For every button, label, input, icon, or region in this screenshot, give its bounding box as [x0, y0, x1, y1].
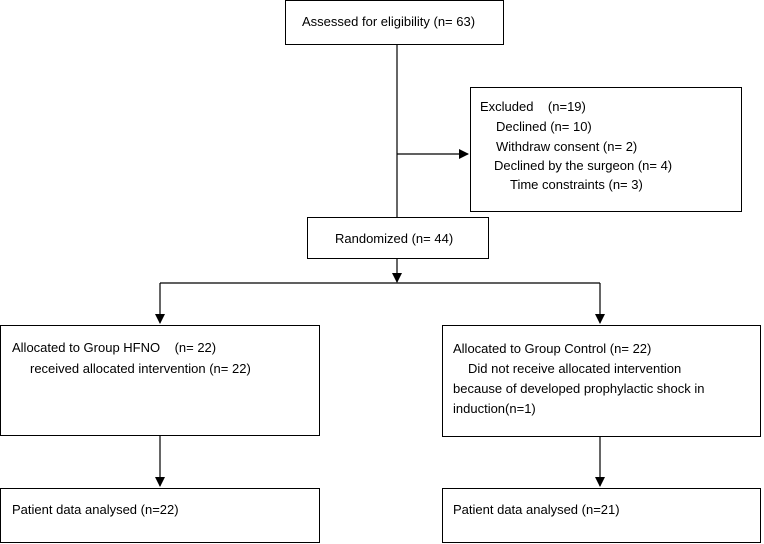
control-allocation-box: Allocated to Group Control (n= 22) Did n… — [442, 325, 761, 437]
randomized-box: Randomized (n= 44) — [307, 217, 489, 259]
control-analysed-text: Patient data analysed (n=21) — [453, 502, 620, 517]
control-analysed-box: Patient data analysed (n=21) — [442, 488, 761, 543]
excluded-declined: Declined (n= 10) — [496, 119, 592, 134]
assessed-box: Assessed for eligibility (n= 63) — [285, 0, 504, 45]
excluded-box: Excluded (n=19) Declined (n= 10) Withdra… — [470, 87, 742, 212]
assessed-text: Assessed for eligibility (n= 63) — [302, 14, 476, 29]
control-line3: induction(n=1) — [453, 401, 536, 416]
control-line2: because of developed prophylactic shock … — [453, 381, 705, 396]
randomized-text: Randomized (n= 44) — [335, 231, 454, 246]
excluded-title: Excluded (n=19) — [480, 99, 586, 114]
excluded-withdraw: Withdraw consent (n= 2) — [496, 139, 638, 154]
control-title: Allocated to Group Control (n= 22) — [453, 341, 652, 356]
control-line1: Did not receive allocated intervention — [468, 361, 682, 376]
hfno-allocation-box: Allocated to Group HFNO (n= 22) received… — [0, 325, 320, 436]
excluded-time: Time constraints (n= 3) — [510, 177, 643, 192]
excluded-surgeon: Declined by the surgeon (n= 4) — [494, 158, 673, 173]
hfno-title: Allocated to Group HFNO (n= 22) — [12, 340, 217, 355]
hfno-received: received allocated intervention (n= 22) — [30, 361, 251, 376]
hfno-analysed-box: Patient data analysed (n=22) — [0, 488, 320, 543]
hfno-analysed-text: Patient data analysed (n=22) — [12, 502, 179, 517]
